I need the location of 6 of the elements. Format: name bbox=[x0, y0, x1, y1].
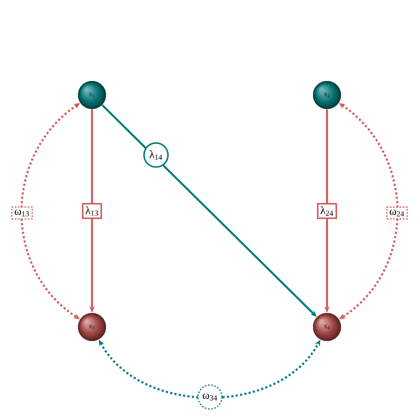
edge-label: ω$_{24}$ bbox=[386, 206, 408, 220]
edge-label: λ$_{14}$ bbox=[143, 142, 169, 168]
edge-label: ω$_{34}$ bbox=[197, 384, 223, 410]
edge-label: ω$_{13}$ bbox=[11, 206, 33, 220]
edge-label: λ$_{13}$ bbox=[82, 203, 102, 219]
edge-label: λ$_{24}$ bbox=[317, 203, 338, 219]
